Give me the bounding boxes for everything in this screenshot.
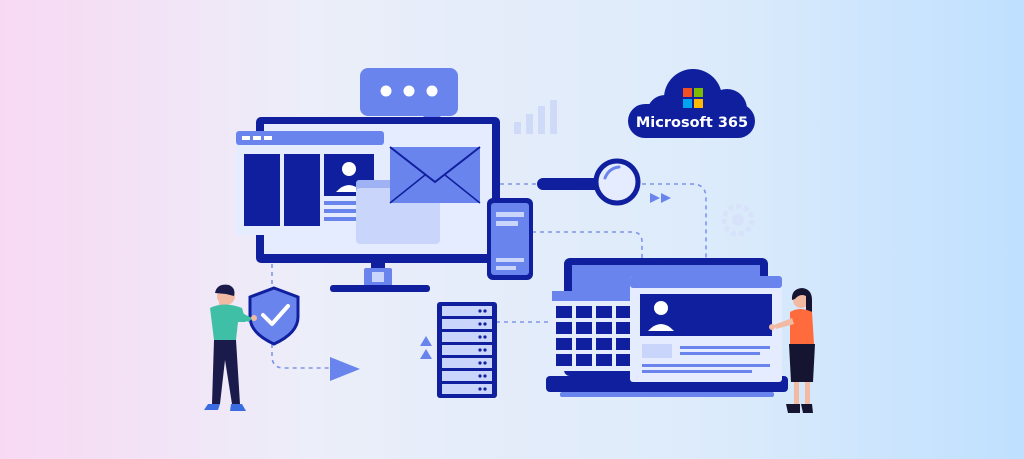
user-profile-icon [336, 162, 362, 192]
browser-window [236, 131, 384, 235]
faint-bar-chart-icon [514, 100, 557, 134]
woman-figure [769, 288, 815, 413]
calendar-grid [552, 291, 636, 371]
envelope-icon [389, 146, 481, 204]
logo-red-square [683, 88, 692, 97]
upload-arrows-icon [420, 336, 432, 359]
microsoft-logo-icon [683, 88, 703, 108]
magnifying-glass-icon [537, 158, 641, 206]
logo-blue-square [683, 99, 692, 108]
profile-window [630, 276, 782, 382]
logo-yellow-square [694, 99, 703, 108]
man-figure [204, 284, 257, 411]
user-profile-icon [648, 301, 674, 331]
faint-gear-icon [721, 203, 755, 237]
security-shield-icon [248, 286, 300, 346]
server-rack [437, 302, 497, 398]
cloud-shape [628, 69, 755, 138]
connection-lines [271, 183, 707, 369]
play-arrow-icon [330, 357, 360, 381]
fast-forward-icon [650, 193, 671, 203]
microsoft-365-cloud: Microsoft 365 [628, 69, 755, 138]
logo-green-square [694, 88, 703, 97]
smartphone [487, 198, 533, 280]
connector-search-to-laptop [642, 183, 707, 258]
brand-label: Microsoft 365 [636, 115, 748, 131]
connector-phone-to-laptop [532, 231, 643, 258]
